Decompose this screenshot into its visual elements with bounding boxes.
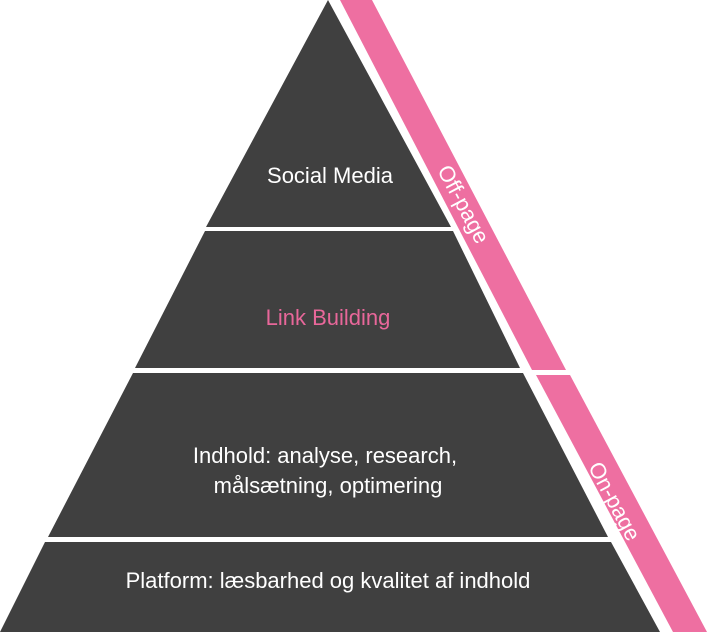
tier-social-media — [206, 0, 451, 227]
tier-platform — [0, 542, 660, 632]
tier-label-social-media: Social Media — [267, 163, 394, 188]
tier-label-platform: Platform: læsbarhed og kvalitet af indho… — [126, 568, 531, 593]
tier-label-link-building: Link Building — [266, 305, 391, 330]
band-on-page — [536, 375, 707, 632]
tier-indhold — [48, 373, 608, 537]
tier-label-indhold-line-2: målsætning, optimering — [214, 473, 443, 498]
band-off-page — [340, 0, 566, 370]
tier-label-indhold-line-1: Indhold: analyse, research, — [193, 443, 457, 468]
tier-link-building — [135, 231, 520, 368]
